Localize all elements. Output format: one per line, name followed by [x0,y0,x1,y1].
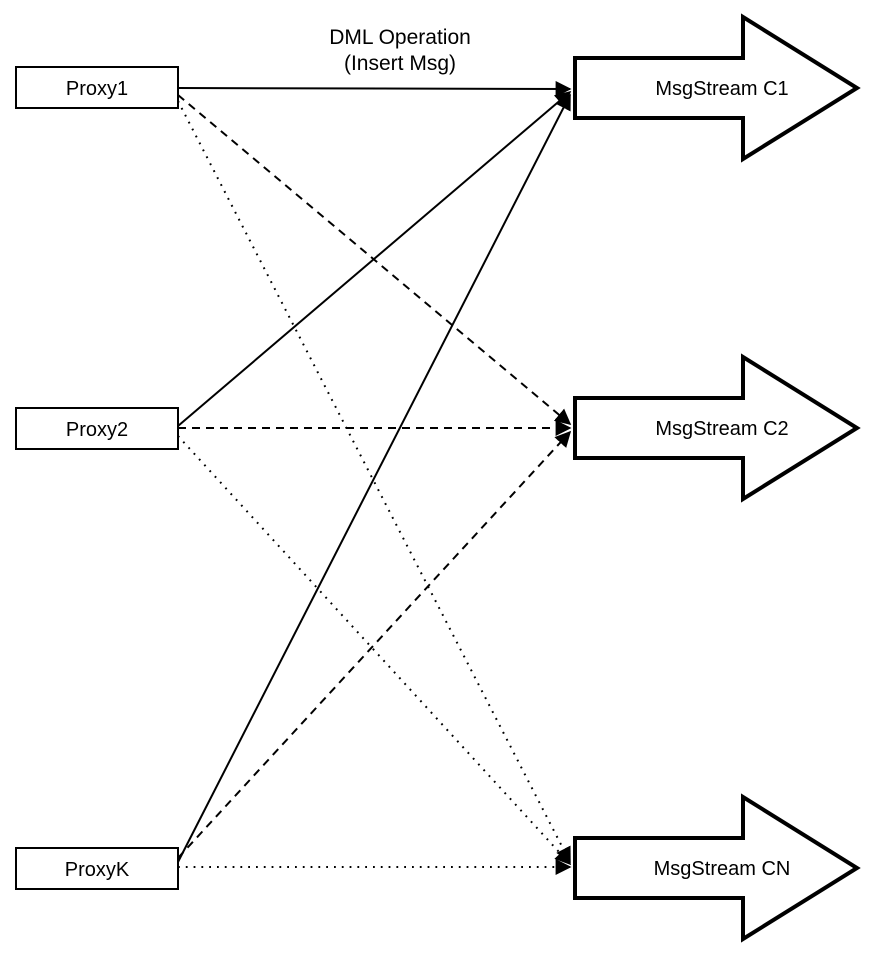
title-line2: (Insert Msg) [344,52,456,75]
title-line1: DML Operation [329,26,471,49]
proxy1-label: Proxy1 [66,78,128,100]
connector-proxy2-to-cn-dotted [177,435,572,866]
connector-proxy1-to-c2-dashed [177,94,572,426]
msgstream-c1-label: MsgStream C1 [655,78,788,100]
msgstream-c2-label: MsgStream C2 [655,418,788,440]
proxy2-box [15,407,179,450]
proxyk-box [15,847,179,890]
proxy2-label: Proxy2 [66,419,128,441]
connector-proxyk-to-c1-solid [177,93,571,863]
connector-proxy1-to-c1-solid [177,80,572,97]
proxy1-box [15,66,179,109]
msgstream-c1-arrow-shape [573,13,861,163]
msgstream-c2-arrow-shape [573,353,861,503]
msgstream-cn-arrow-shape [573,793,861,943]
connector-proxyk-to-c2-dashed [177,430,572,859]
msgstream-cn-label: MsgStream CN [654,858,791,880]
proxyk-label: ProxyK [65,859,130,881]
